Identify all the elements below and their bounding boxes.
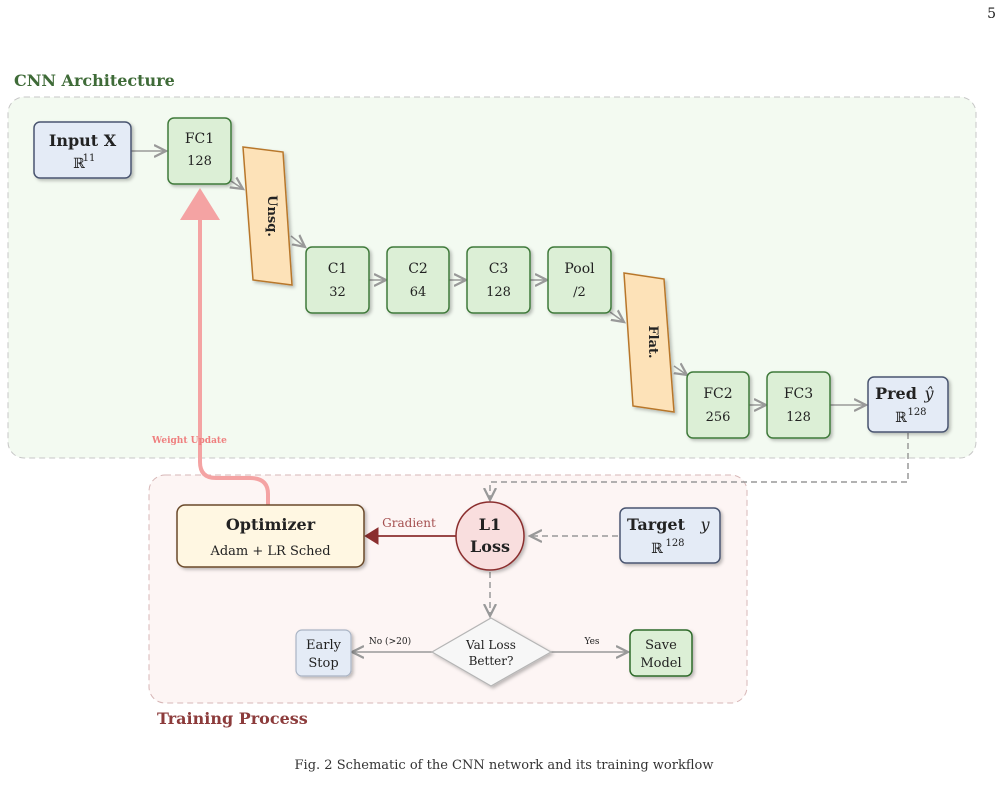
node-c3: C3 128 [466,246,531,314]
svg-text:128: 128 [486,285,511,300]
node-input: Input X ℝ 11 [33,121,132,179]
svg-text:C2: C2 [408,261,428,277]
svg-text:C3: C3 [489,261,509,277]
svg-text:Pool: Pool [564,261,595,277]
svg-text:128: 128 [187,154,212,169]
svg-text:Save: Save [645,638,677,653]
svg-text:Flat.: Flat. [645,325,660,358]
edge-pred-loss [490,433,909,500]
svg-text:y: y [699,515,710,534]
svg-text:128: 128 [786,410,811,425]
input-dim: ℝ [73,156,85,172]
node-target: Target y ℝ 128 [619,507,721,564]
svg-text:Val Loss: Val Loss [465,638,516,652]
node-optimizer: Optimizer Adam + LR Sched [176,504,365,568]
edge-fc1-unsq [231,181,243,189]
svg-text:L1: L1 [479,515,501,534]
edge-label-weight-update: Weight Update [151,436,227,446]
svg-text:FC3: FC3 [784,386,813,402]
svg-text:ℝ: ℝ [651,541,663,557]
svg-text:ŷ: ŷ [923,384,934,403]
edge-flat-fc2 [674,366,687,375]
edge-label-no: No (>20) [369,636,411,647]
svg-text:128: 128 [907,407,926,418]
svg-text:256: 256 [706,410,731,425]
node-unsq: Unsq. [242,146,293,286]
svg-text:Early: Early [306,638,342,653]
edge-label-yes: Yes [583,637,599,647]
node-flat: Flat. [623,272,675,413]
svg-text:Adam + LR Sched: Adam + LR Sched [209,544,330,559]
svg-text:Pred: Pred [875,384,917,403]
svg-text:C1: C1 [328,261,348,277]
edge-label-gradient: Gradient [382,516,436,530]
svg-text:FC1: FC1 [185,131,214,147]
svg-text:Unsq.: Unsq. [264,195,279,237]
node-early-stop: Early Stop [295,629,352,677]
input-dim-sup: 11 [83,153,96,164]
node-pool: Pool /2 [547,246,612,314]
node-pred: Pred ŷ ℝ 128 [867,376,949,433]
node-val-loss: Val Loss Better? [430,617,553,687]
svg-text:Stop: Stop [308,656,338,671]
node-c1: C1 32 [305,246,370,314]
svg-text:/2: /2 [573,285,586,300]
edge-unsq-c1 [290,236,305,247]
training-section-title: Training Process [157,709,308,728]
edge-pool-flat [609,312,624,322]
svg-text:ℝ: ℝ [895,410,907,426]
svg-text:Input X: Input X [49,131,117,150]
node-fc2: FC2 256 [686,371,750,439]
node-save-model: Save Model [629,629,693,677]
svg-text:64: 64 [410,285,427,300]
node-c2: C2 64 [386,246,450,314]
svg-text:Optimizer: Optimizer [226,515,316,534]
page-number: 5 [987,6,996,22]
svg-text:128: 128 [665,538,684,549]
svg-text:Model: Model [640,656,681,671]
svg-text:32: 32 [329,285,346,300]
node-fc1: FC1 128 [167,117,232,185]
node-fc3: FC3 128 [766,371,831,439]
edge-optimizer-fc1 [180,188,270,505]
svg-text:FC2: FC2 [703,386,732,402]
svg-text:Target: Target [627,515,686,534]
svg-text:Better?: Better? [469,654,514,668]
cnn-section-title: CNN Architecture [14,71,175,90]
figure-caption: Fig. 2 Schematic of the CNN network and … [294,758,714,773]
svg-text:Loss: Loss [470,537,510,556]
node-loss: L1 Loss [455,501,525,571]
